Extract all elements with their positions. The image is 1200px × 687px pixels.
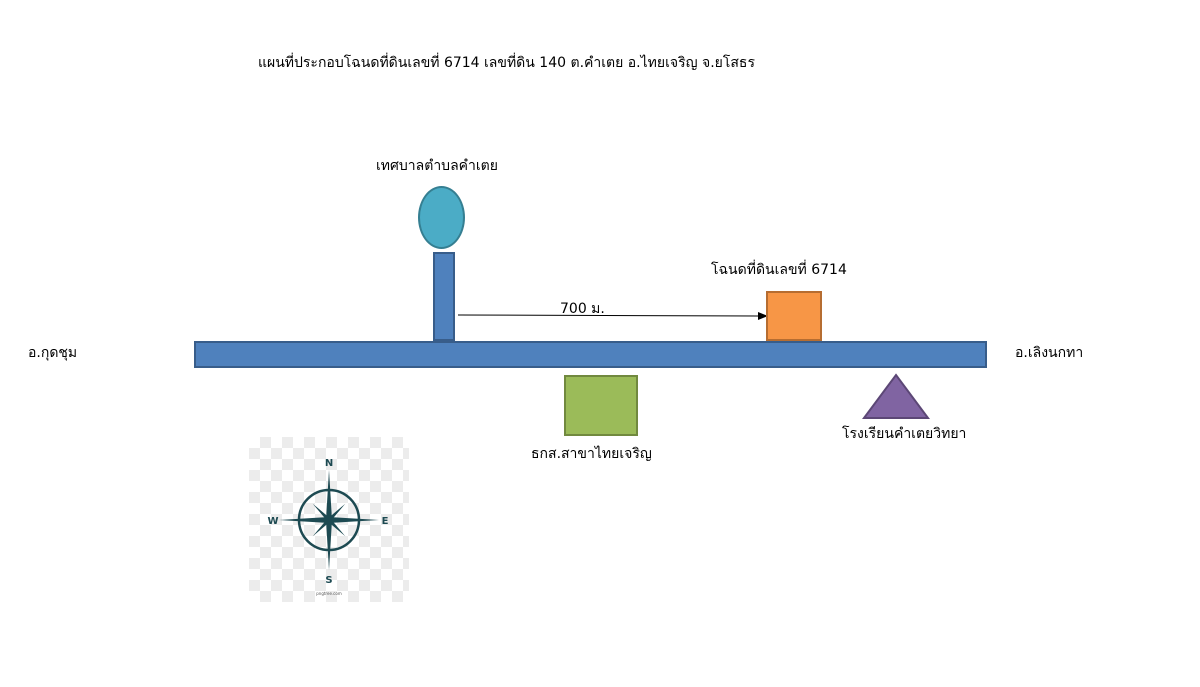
compass-w: W [267, 516, 278, 527]
municipality-marker-pole [433, 252, 455, 341]
map-title: แผนที่ประกอบโฉนดที่ดินเลขที่ 6714 เลขที่… [258, 55, 755, 71]
deed-plot-square [766, 291, 822, 341]
compass-n: N [325, 458, 333, 469]
school-triangle [862, 373, 930, 419]
east-district-label: อ.เลิงนกทา [1015, 345, 1084, 361]
deed-label: โฉนดที่ดินเลขที่ 6714 [711, 262, 847, 278]
west-district-label: อ.กุดชุม [28, 345, 78, 361]
compass-s: S [325, 575, 332, 586]
compass-icon: N S E W pngtree.com [267, 458, 389, 596]
main-road [194, 341, 987, 368]
distance-arrow [457, 312, 768, 320]
bank-label: ธกส.สาขาไทยเจริญ [531, 446, 652, 462]
school-label: โรงเรียนคำเตยวิทยา [842, 426, 967, 442]
distance-label: 700 ม. [560, 301, 605, 317]
compass-watermark: pngtree.com [316, 591, 342, 596]
compass-e: E [382, 516, 389, 527]
municipality-marker-circle [418, 186, 465, 249]
compass-rose-image: N S E W pngtree.com [249, 437, 409, 602]
municipality-label: เทศบาลตำบลคำเตย [376, 158, 498, 174]
bank-square [564, 375, 638, 436]
